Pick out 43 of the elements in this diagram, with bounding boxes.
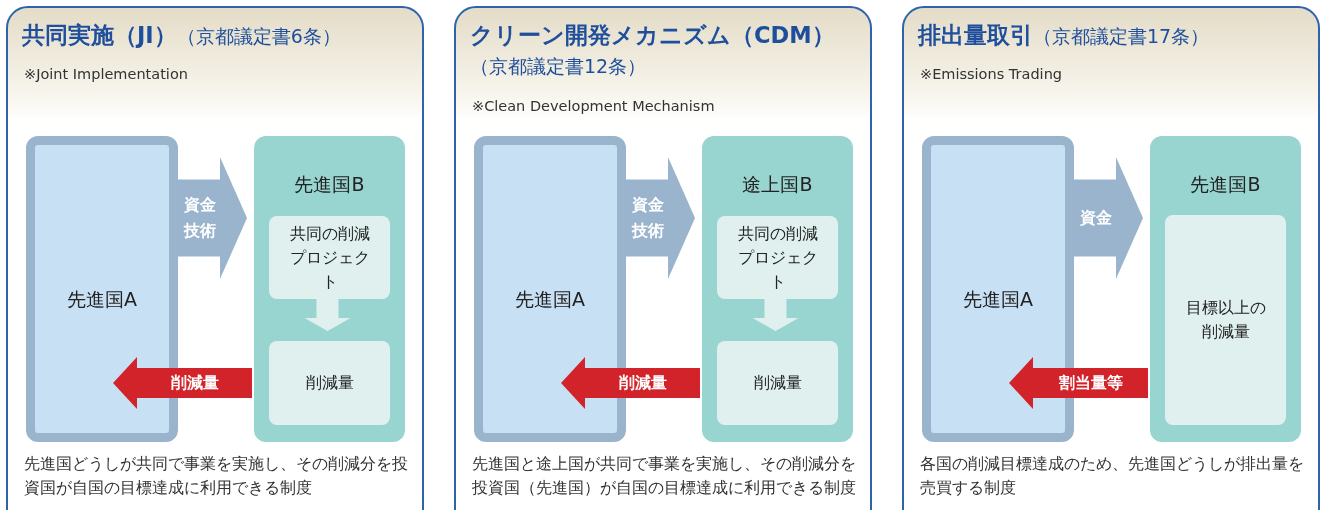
panel-heading: 排出量取引（京都議定書17条）	[918, 21, 1211, 50]
box-label: 先進国A	[962, 287, 1034, 312]
panel-card	[902, 6, 1320, 510]
edge-label: 削減量	[617, 372, 668, 394]
box-heading: 先進国B	[293, 172, 366, 197]
edge-label: 削減量	[169, 372, 220, 394]
arrow	[304, 297, 351, 331]
panel-card	[454, 6, 872, 510]
box-label: 先進国A	[66, 287, 138, 312]
country-box	[1150, 136, 1301, 442]
reduction-box	[717, 341, 838, 425]
country-box	[702, 136, 853, 442]
arrow	[624, 157, 695, 279]
panel-heading: クリーン開発メカニズム（CDM）（京都議定書12条）	[470, 21, 836, 79]
country-box	[922, 136, 1074, 442]
edge-label: 資金	[1079, 207, 1113, 229]
project-box	[269, 216, 390, 299]
panel-subtitle: ※Clean Development Mechanism	[472, 98, 715, 114]
edge-label: 資金技術	[630, 194, 665, 242]
box-label: 削減量	[752, 372, 803, 394]
arrow	[752, 297, 799, 331]
edge-label: 割当量等	[1057, 372, 1124, 394]
project-box	[717, 216, 838, 299]
panel-subtitle: ※Joint Implementation	[24, 66, 188, 82]
arrow	[176, 157, 247, 279]
box-label: 共同の削減プロジェクト	[288, 222, 371, 293]
description-text: 先進国どうしが共同で事業を実施し、その削減分を投資国が自国の目標達成に利用できる制度	[24, 453, 409, 499]
arrow	[1072, 157, 1143, 279]
reduction-box	[1165, 215, 1286, 425]
box-heading: 途上国B	[741, 172, 814, 197]
panel-subtitle: ※Emissions Trading	[920, 66, 1063, 82]
box-label: 削減量	[304, 372, 355, 394]
description-text: 各国の削減目標達成のため、先進国どうしが排出量を売買する制度	[920, 453, 1305, 499]
panel-card	[6, 6, 424, 510]
panel-heading: 共同実施（JI）（京都議定書6条）	[22, 21, 342, 50]
box-label: 共同の削減プロジェクト	[736, 222, 819, 293]
box-label: 先進国A	[514, 287, 586, 312]
country-box	[254, 136, 405, 442]
box-label: 目標以上の削減量	[1184, 297, 1267, 343]
box-heading: 先進国B	[1189, 172, 1262, 197]
edge-label: 資金技術	[182, 194, 217, 242]
description-text: 先進国と途上国が共同で事業を実施し、その削減分を投資国（先進国）が自国の目標達成に利用できる制度	[472, 453, 857, 499]
reduction-box	[269, 341, 390, 425]
